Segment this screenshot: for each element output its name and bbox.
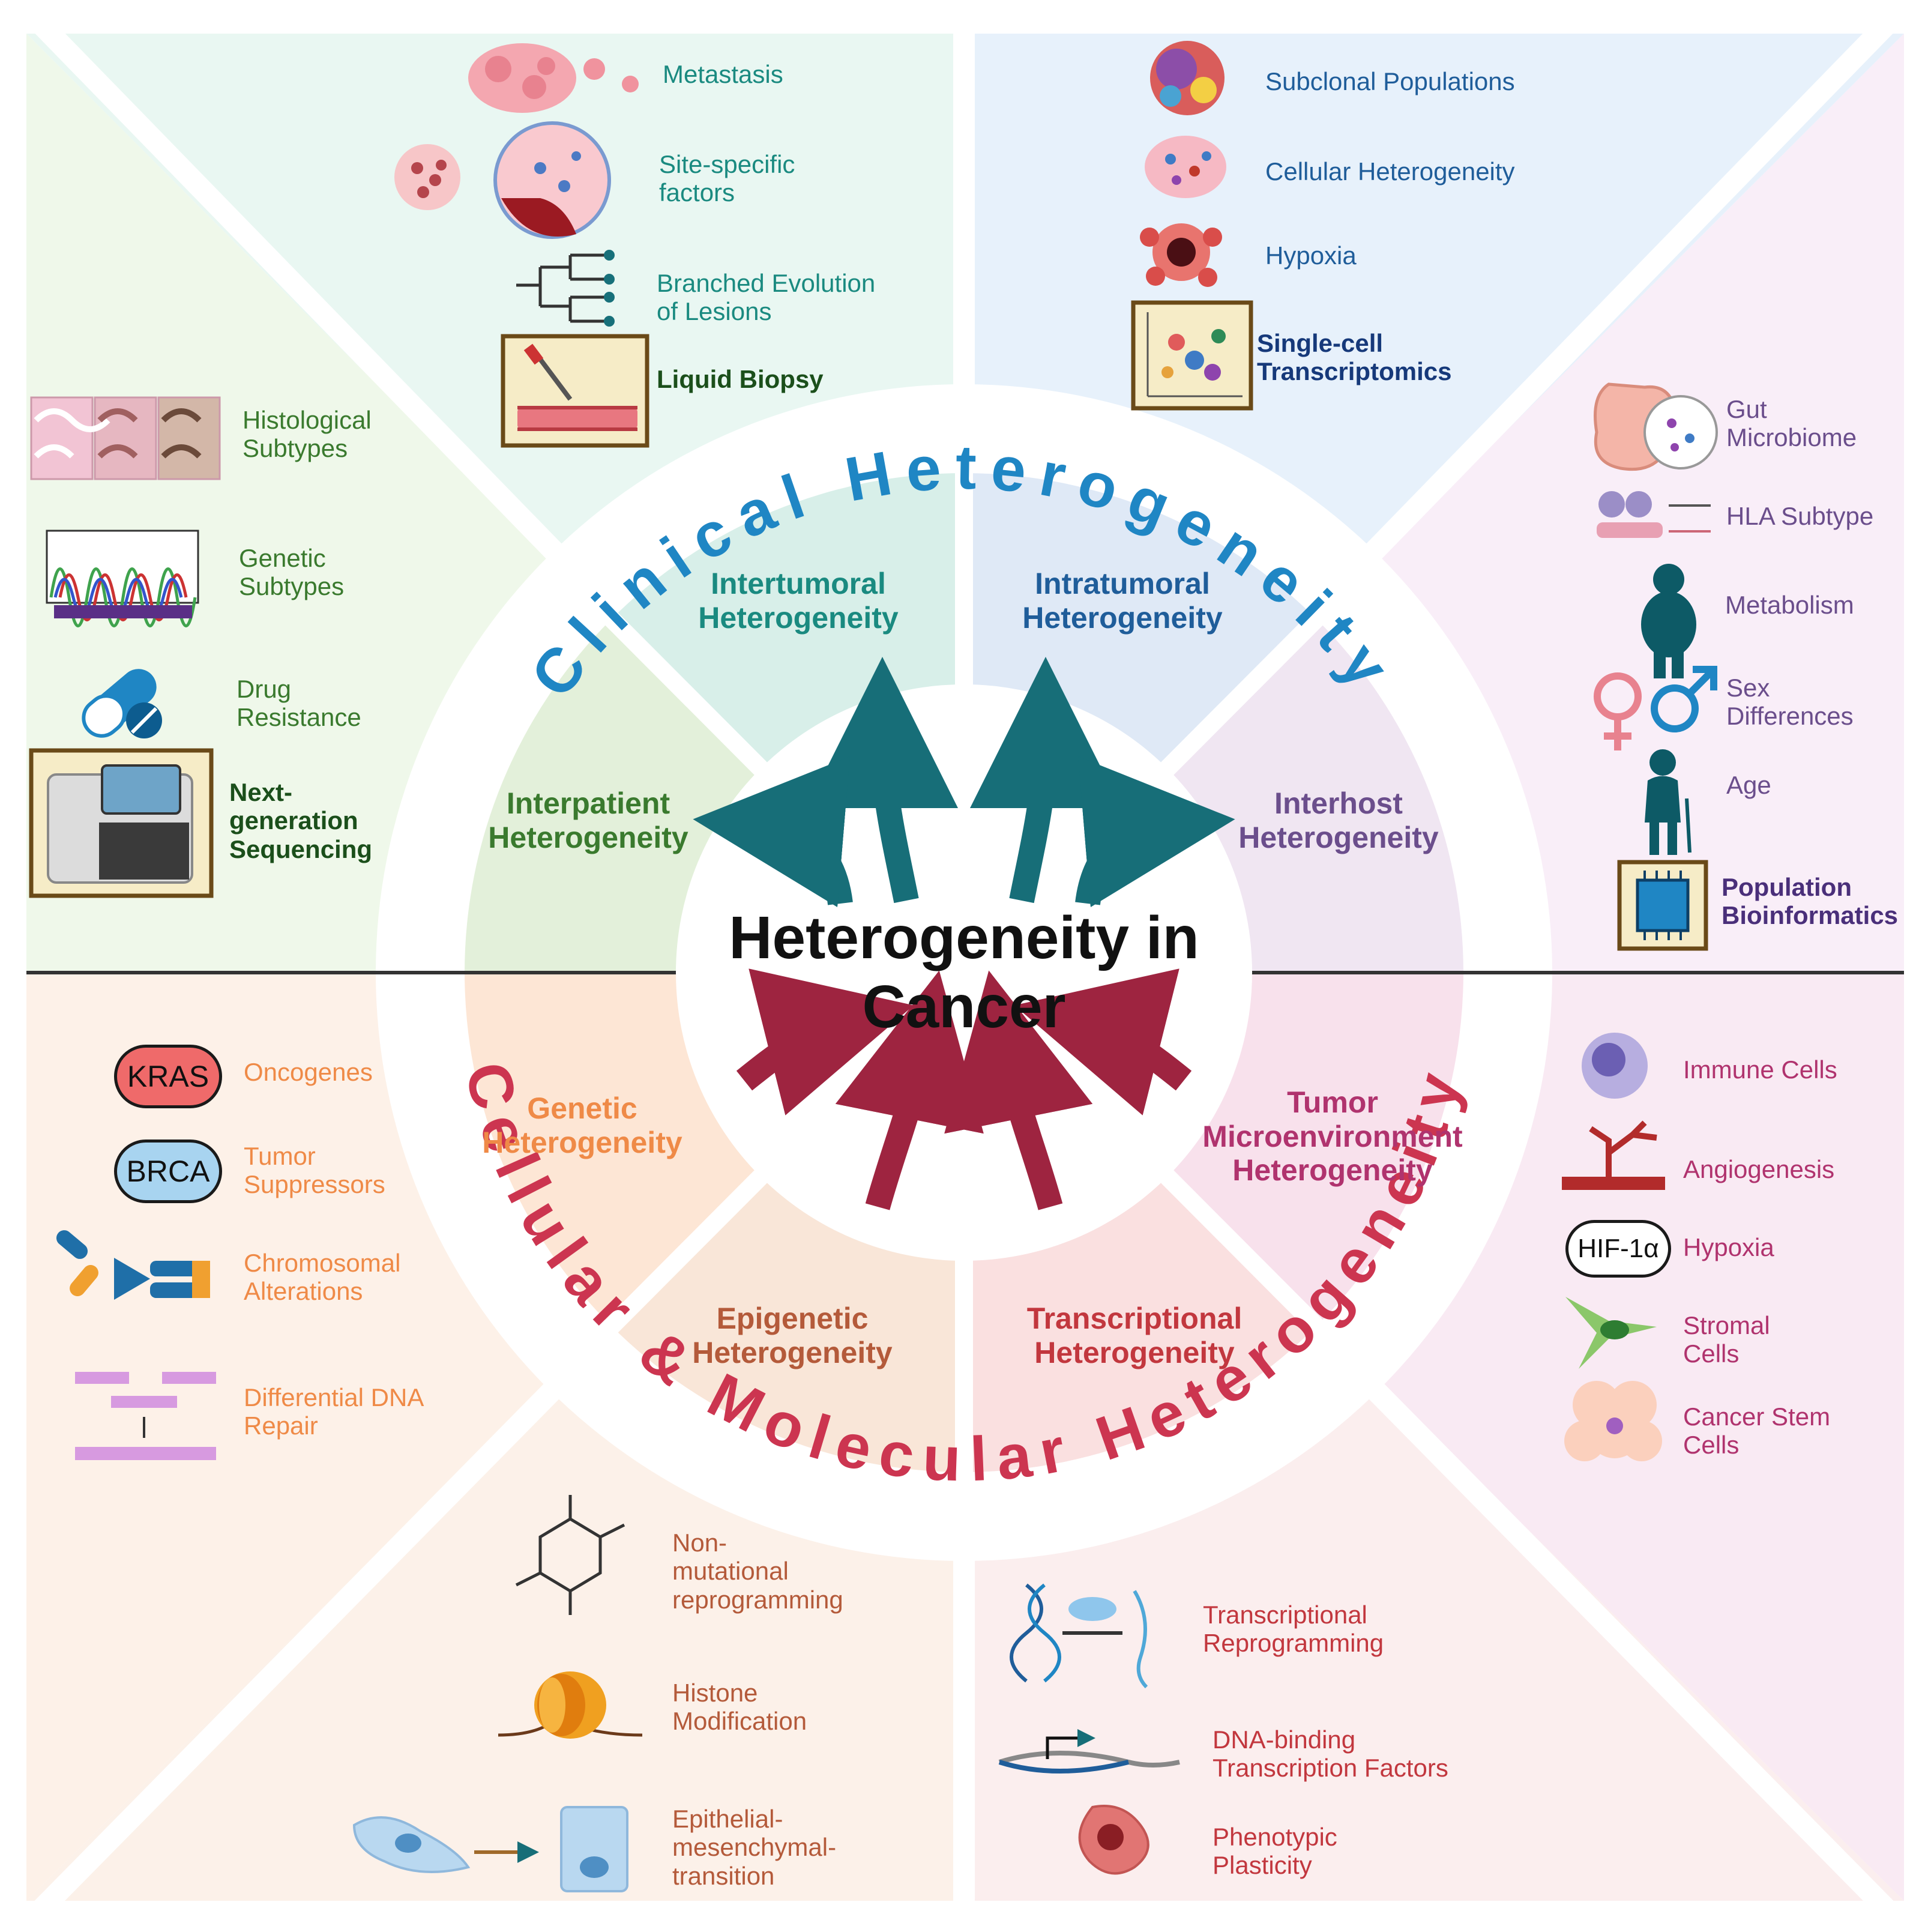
dna-repair-icon <box>75 1372 216 1460</box>
sector-epigenetic-label: Epigenetic Heterogeneity <box>692 1302 893 1369</box>
item-hla: HLA Subtype <box>1726 502 1874 530</box>
liquid-biopsy-icon <box>501 334 649 448</box>
item-stromal: Stromal Cells <box>1683 1311 1770 1368</box>
item-phenotypic-plasticity: Phenotypic Plasticity <box>1213 1823 1337 1880</box>
item-tumor-suppressors: Tumor Suppressors <box>244 1142 385 1199</box>
item-liquid-biopsy: Liquid Biopsy <box>657 365 824 393</box>
item-histone: Histone Modification <box>672 1679 807 1736</box>
item-single-cell: Single-cell Transcriptomics <box>1257 329 1452 386</box>
stromal-cell-icon <box>1565 1297 1657 1369</box>
stem-cell-cluster-icon <box>1564 1381 1662 1461</box>
nucleosome-icon <box>498 1671 643 1739</box>
item-ngs: Next- generation Sequencing <box>229 778 373 863</box>
item-drug-resistance: Drug Resistance <box>236 675 361 732</box>
item-hypoxia-top: Hypoxia <box>1265 241 1357 270</box>
immune-cell-icon <box>1582 1033 1648 1099</box>
heterogeneous-cells-icon <box>1145 136 1226 198</box>
item-age: Age <box>1726 771 1771 799</box>
capsule-pill-icon <box>82 669 162 738</box>
plastic-cell-icon <box>1078 1805 1149 1875</box>
sector-tumor-micro-label: Tumor Microenvironment Heterogeneity <box>1202 1085 1463 1187</box>
dna-helix-icon <box>1010 1583 1148 1689</box>
sector-interpatient-label: Interpatient Heterogeneity <box>488 786 688 854</box>
sector-transcriptional-label: Transcriptional Heterogeneity <box>1026 1302 1243 1369</box>
badge-hif: HIF-1α <box>1565 1220 1671 1278</box>
single-cell-plot-icon <box>1131 300 1253 411</box>
center-title: Heterogeneity in Cancer <box>729 904 1199 1040</box>
transcription-factor-icon <box>998 1729 1180 1774</box>
item-metabolism: Metabolism <box>1725 591 1854 619</box>
item-transcriptional-reprogramming: Transcriptional Reprogramming <box>1203 1601 1384 1658</box>
badge-kras: KRAS <box>114 1045 222 1108</box>
phylogenetic-tree-icon <box>516 250 615 327</box>
item-angiogenesis: Angiogenesis <box>1683 1155 1835 1183</box>
chromatogram-icon <box>46 530 199 627</box>
item-histological: Histological Subtypes <box>243 406 372 463</box>
cell-transition-icon <box>352 1806 628 1892</box>
microchip-icon <box>1617 860 1708 951</box>
sector-intratumoral-label: Intratumoral Heterogeneity <box>1022 567 1223 635</box>
item-cancer-stem-cells: Cancer Stem Cells <box>1683 1402 1831 1460</box>
blood-vessel-icon <box>1562 1120 1665 1190</box>
female-symbol-icon <box>1594 672 1642 750</box>
hypoxic-tumor-icon <box>1140 223 1222 287</box>
person-obese-icon <box>1641 564 1696 678</box>
item-metastasis: Metastasis <box>663 60 783 88</box>
histology-slide-icon <box>30 396 221 480</box>
item-chromosomal: Chromosomal Alterations <box>244 1249 401 1306</box>
item-subclonal: Subclonal Populations <box>1265 67 1515 95</box>
item-cellular-heterogeneity: Cellular Heterogeneity <box>1265 157 1515 186</box>
male-symbol-icon <box>1651 666 1717 732</box>
elderly-person-icon <box>1645 749 1692 855</box>
item-branched-evolution: Branched Evolution of Lesions <box>657 269 876 326</box>
item-dna-binding: DNA-binding Transcription Factors <box>1213 1725 1448 1783</box>
sector-interhost-label: Interhost Heterogeneity <box>1238 786 1439 854</box>
item-site-specific: Site-specific factors <box>659 150 795 207</box>
teal-arrows <box>693 657 1235 908</box>
item-population-bioinformatics: Population Bioinformatics <box>1722 873 1899 930</box>
badge-brca: BRCA <box>114 1140 222 1203</box>
item-nonmutational: Non- mutational reprogramming <box>672 1529 843 1614</box>
item-emt: Epithelial- mesenchymal- transition <box>672 1805 837 1890</box>
item-immune-cells: Immune Cells <box>1683 1055 1837 1084</box>
metastasis-icon <box>468 43 639 113</box>
intestine-icon <box>1594 382 1718 471</box>
item-oncogenes: Oncogenes <box>244 1058 373 1086</box>
sector-genetic-label: Genetic Heterogeneity <box>482 1091 682 1159</box>
item-gut-microbiome: Gut Microbiome <box>1726 395 1857 452</box>
chromosome-icon <box>56 1230 210 1300</box>
site-specific-icon <box>394 121 611 239</box>
item-genetic-subtypes: Genetic Subtypes <box>239 544 345 601</box>
item-hypoxia-bottom: Hypoxia <box>1683 1233 1774 1261</box>
item-sex: Sex Differences <box>1726 674 1854 731</box>
sector-intertumoral-label: Intertumoral Heterogeneity <box>698 567 899 635</box>
sequencer-icon <box>29 748 214 898</box>
item-dna-repair: Differential DNA Repair <box>244 1383 424 1440</box>
hla-molecule-icon <box>1597 491 1711 538</box>
red-arrows <box>736 968 1192 1210</box>
subclonal-cell-icon <box>1150 41 1225 115</box>
cytosine-molecule-icon <box>515 1495 625 1615</box>
